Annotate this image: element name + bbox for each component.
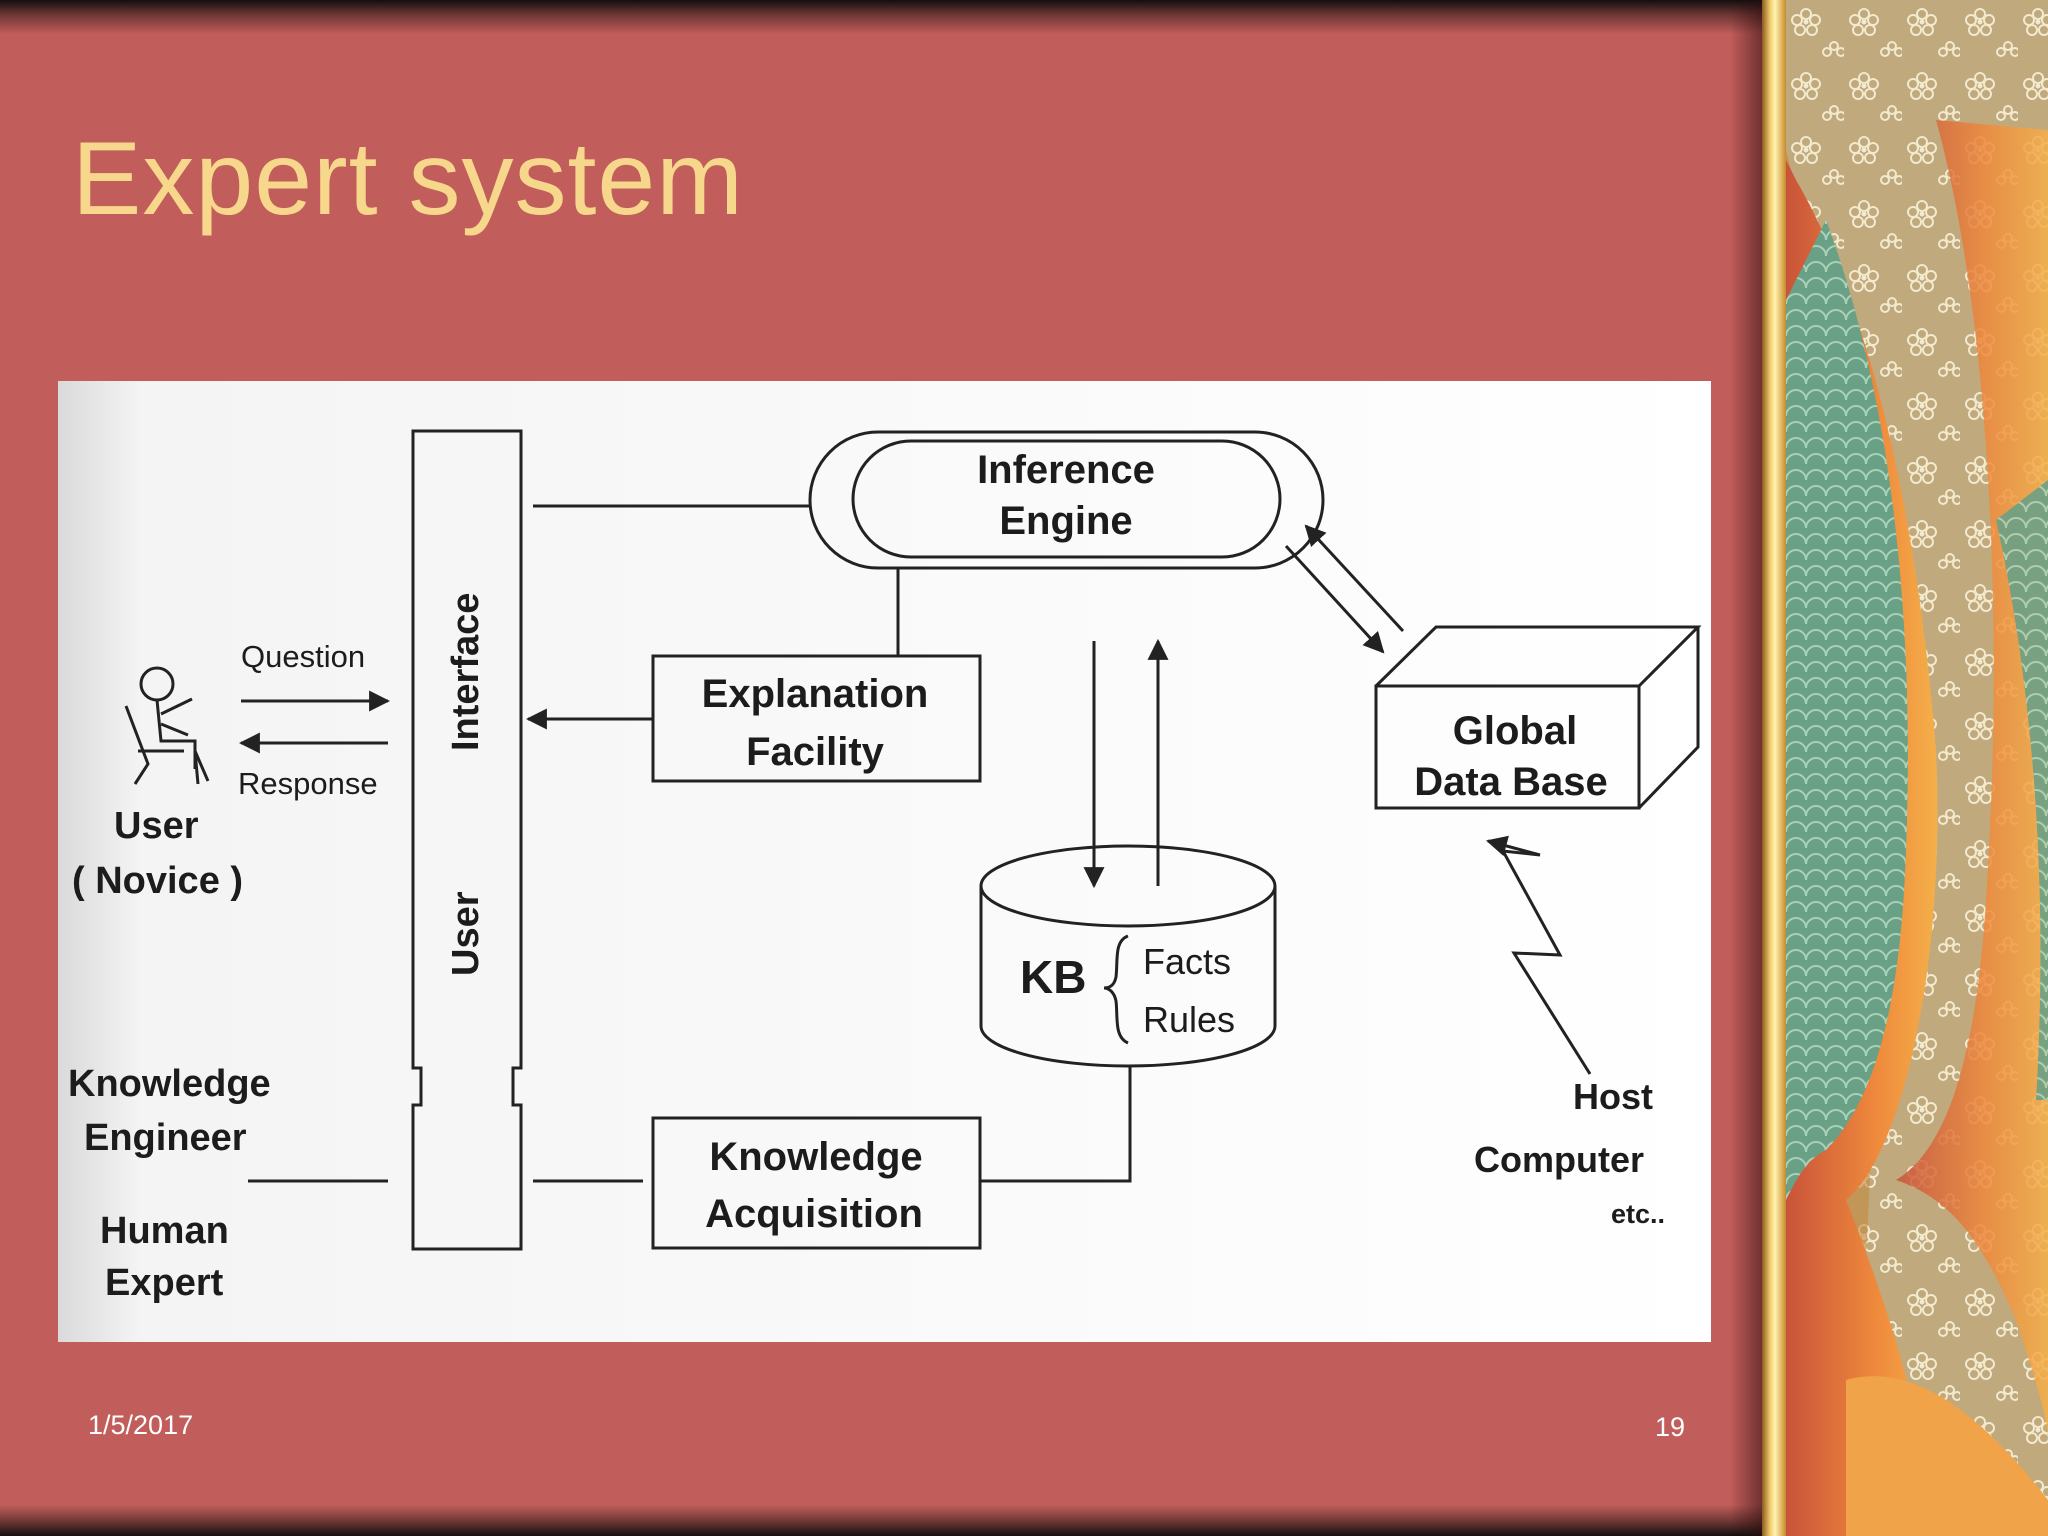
host-label: Host (1573, 1076, 1653, 1117)
kb-cylinder (979, 844, 1277, 1068)
explanation-facility-line1: Explanation (702, 672, 929, 716)
rules-label: Rules (1143, 999, 1235, 1040)
expert-system-diagram: Interface User User ( Novice ) Question … (58, 381, 1711, 1342)
knowledge-acquisition-line1: Knowledge (709, 1135, 922, 1179)
inference-engine-inner (851, 439, 1282, 559)
host-lightning-arrow (1485, 835, 1592, 1075)
facts-label: Facts (1143, 941, 1231, 982)
knowledge-acquisition-line2: Acquisition (705, 1192, 923, 1236)
etc-label: etc.. (1611, 1199, 1665, 1229)
user-interface-bottom-label: User (445, 891, 487, 976)
user-interface-top-label: Interface (445, 593, 487, 751)
global-data-base-box (1374, 625, 1702, 810)
engine-to-database-arrow (1284, 544, 1385, 654)
response-label: Response (238, 766, 378, 801)
computer-label: Computer (1474, 1139, 1644, 1180)
kb-label: KB (1020, 951, 1086, 1003)
footer-date: 1/5/2017 (88, 1410, 194, 1440)
page-number: 19 (1655, 1412, 1686, 1442)
user-label: User (114, 805, 199, 847)
human-expert-line2: Expert (105, 1262, 224, 1304)
novice-label: ( Novice ) (72, 860, 243, 902)
slide-title: Expert system (72, 121, 744, 237)
decorative-floral-panel (1786, 0, 2048, 1536)
database-to-engine-arrow (1304, 524, 1405, 633)
kb-brace (1103, 934, 1129, 1045)
user-interface-bar (411, 429, 523, 1251)
knowledge-acquisition-box (651, 1116, 982, 1250)
knowledge-engineer-line1: Knowledge (68, 1063, 271, 1105)
gold-border-bar (1762, 0, 1786, 1536)
human-expert-line1: Human (100, 1210, 229, 1252)
inference-engine-line2: Engine (999, 499, 1132, 543)
explanation-facility-line2: Facility (746, 730, 885, 774)
inference-engine-line1: Inference (977, 448, 1155, 492)
acquisition-to-kb-line (980, 1066, 1132, 1183)
inference-engine-outer (808, 430, 1325, 570)
global-data-base-line2: Data Base (1414, 760, 1607, 804)
knowledge-engineer-line2: Engineer (84, 1117, 247, 1159)
global-data-base-line1: Global (1453, 709, 1577, 753)
user-figure-icon (124, 666, 210, 785)
question-label: Question (241, 639, 365, 674)
